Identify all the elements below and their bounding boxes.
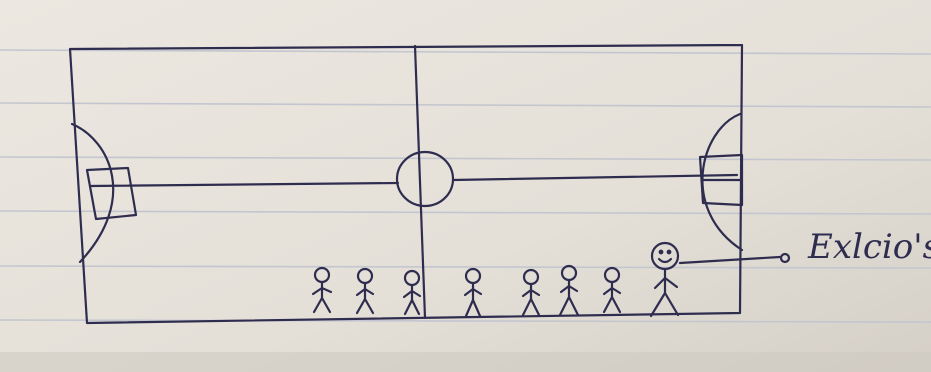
annotation-label: Exlcio's	[807, 227, 931, 267]
photo-edge-shadow	[0, 352, 931, 372]
